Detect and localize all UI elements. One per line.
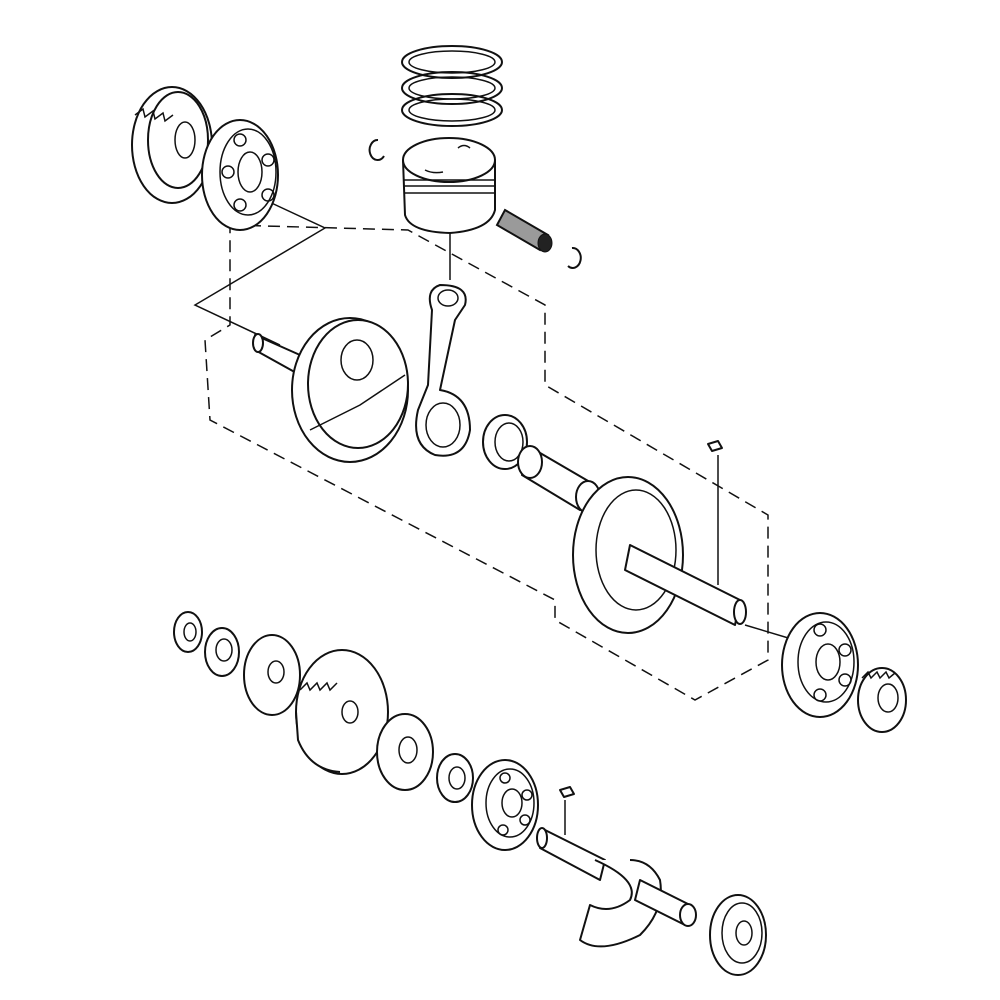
bearing-bottom-left <box>471 759 539 851</box>
bearing-bottom-right <box>709 894 767 976</box>
piston <box>402 137 496 234</box>
crankshaft-right-half <box>572 476 747 634</box>
circlip-right <box>567 246 582 269</box>
leader-lines <box>193 199 796 835</box>
connecting-rod <box>415 284 471 457</box>
needle-bearing <box>482 414 528 470</box>
timing-gear-top <box>131 86 213 204</box>
assembly-boundary <box>204 224 769 701</box>
balancer-gear <box>295 649 389 775</box>
thrust-washer <box>376 713 434 791</box>
lock-washer <box>204 627 240 677</box>
piston-rings <box>401 45 503 127</box>
circlip-left <box>368 138 385 161</box>
bearing-top-left <box>201 119 279 231</box>
balancer-shaft <box>536 827 697 948</box>
bearing-right <box>781 612 859 718</box>
nut <box>173 611 203 653</box>
woodruff-key-bottom <box>559 786 575 798</box>
piston-pin <box>495 208 553 253</box>
woodruff-key-top <box>707 440 723 452</box>
crankshaft-left-half <box>252 317 409 463</box>
spacer <box>436 753 474 803</box>
drive-gear-right <box>857 667 907 733</box>
keyed-washer <box>243 634 301 716</box>
